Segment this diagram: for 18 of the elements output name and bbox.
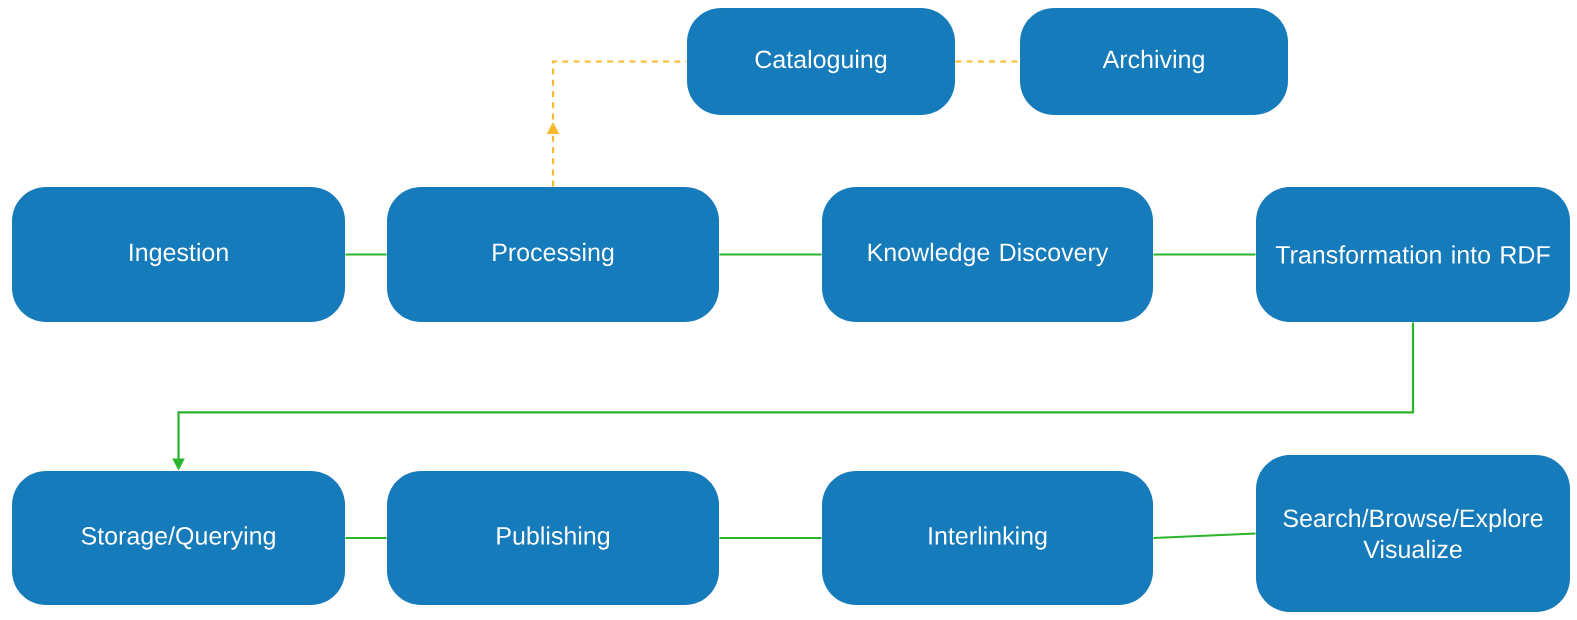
process-box: Publishing: [387, 471, 719, 605]
connector-line: [955, 60, 1020, 63]
process-box: Interlinking: [822, 471, 1153, 605]
process-box: Transformation into RDF: [1256, 187, 1570, 322]
connector-line: [719, 536, 822, 540]
process-box: Search/Browse/Explore Visualize: [1256, 455, 1570, 612]
process-box: Ingestion: [12, 187, 345, 322]
process-box: Knowledge Discovery: [822, 187, 1153, 322]
connector-line: [1153, 532, 1256, 540]
process-box: Cataloguing: [687, 8, 955, 115]
process-box: Storage/Querying: [12, 471, 345, 605]
connector-line: [345, 253, 387, 256]
connector-line: [719, 253, 822, 256]
process-box: Archiving: [1020, 8, 1288, 115]
process-box: Processing: [387, 187, 719, 322]
connector-line: [1153, 253, 1256, 256]
arrow: [546, 60, 687, 187]
connector-line: [345, 536, 387, 540]
